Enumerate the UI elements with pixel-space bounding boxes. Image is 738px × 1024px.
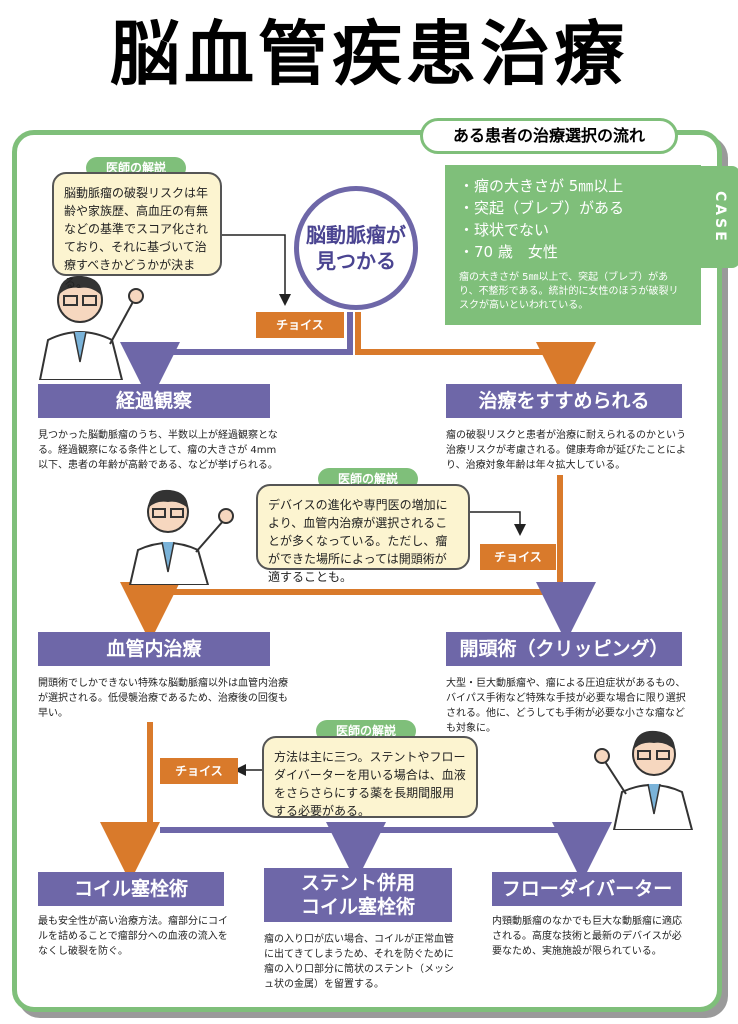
condition-item: ・瘤の大きさが 5㎜以上 (459, 177, 624, 195)
node-diverter-title: フローダイバーター (492, 872, 682, 906)
pointer-line-1 (220, 234, 291, 306)
choice-badge-1: チョイス (256, 312, 344, 338)
explanation-bubble-3: 方法は主に三つ。ステントやフローダイバーターを用いる場合は、血液をさらさらにする… (262, 736, 478, 818)
node-craniotomy-desc: 大型・巨大動脈瘤や、瘤による圧迫症状があるもの、バイパス手術など特殊な手技が必要… (446, 678, 686, 734)
node-coil-desc: 最も安全性が高い治療方法。瘤部分にコイルを詰めることで瘤部分への血液の流入をなく… (38, 916, 228, 957)
doctor-illustration-1 (38, 275, 144, 380)
node-coil-title: コイル塞栓術 (38, 872, 224, 906)
start-line-2: 見つかる (316, 249, 396, 273)
doctor-illustration-2 (128, 489, 234, 585)
node-endovascular-desc: 開頭術でしかできない特殊な脳動脈瘤以外は血管内治療が選択される。低侵襲治療である… (38, 678, 288, 719)
connector-to-endovascular (120, 475, 563, 642)
start-node: 脳動脈瘤が見つかる (294, 186, 418, 310)
node-craniotomy-title: 開頭術（クリッピング） (446, 632, 682, 666)
page-title: 脳血管疾患治療 (110, 13, 628, 95)
node-stent-title: ステント併用 コイル塞栓術 (264, 868, 452, 922)
node-stent-desc: 瘤の入り口が広い場合、コイルが正常血管に出てきてしまうため、それを防ぐために瘤の… (264, 934, 454, 990)
explanation-bubble-1: 脳動脈瘤の破裂リスクは年齢や家族歴、高血圧の有無などの基準でスコア化されており、… (52, 172, 222, 290)
node-stent-title-line2: コイル塞栓術 (300, 896, 415, 918)
node-recommended-title: 治療をすすめられる (446, 384, 682, 418)
choice-badge-3: チョイス (160, 758, 238, 784)
node-stent-title-line1: ステント併用 (300, 872, 415, 894)
condition-item: ・球状でない (459, 221, 550, 239)
case-tab: CASE (700, 166, 738, 268)
patient-conditions: ・瘤の大きさが 5㎜以上 ・突起（ブレブ）がある ・球状でない ・70 歳 女性… (445, 165, 701, 325)
node-diverter-desc: 内頸動脈瘤のなかでも巨大な動脈瘤に適応される。高度な技術と最新のデバイスが必要な… (492, 916, 682, 957)
connector-to-observation (120, 312, 353, 402)
node-observation-title: 経過観察 (38, 384, 270, 418)
node-observation-desc: 見つかった脳動脈瘤のうち、半数以上が経過観察となる。経過観察になる条件として、瘤… (38, 430, 278, 471)
condition-note: 瘤の大きさが 5㎜以上で、突起（ブレブ）があり、不整形である。統計的に女性のほう… (459, 272, 679, 311)
choice-badge-2: チョイス (480, 544, 556, 570)
start-line-1: 脳動脈瘤が (306, 223, 406, 247)
flow-label: ある患者の治療選択の流れ (420, 118, 678, 154)
connector-to-recommended (355, 312, 596, 402)
pointer-line-2 (470, 511, 526, 536)
connector-to-stent-diverter (160, 822, 612, 882)
doctor-illustration-3 (594, 730, 694, 830)
node-endovascular-title: 血管内治療 (38, 632, 270, 666)
explanation-bubble-2: デバイスの進化や専門医の増加により、血管内治療が選択されることが多くなっている。… (256, 484, 470, 584)
condition-item: ・突起（ブレブ）がある (459, 199, 625, 217)
condition-item: ・70 歳 女性 (459, 243, 558, 261)
connector-to-coil (100, 722, 160, 882)
node-recommended-desc: 瘤の破裂リスクと患者が治療に耐えられるのかという治療リスクが考慮される。健康寿命… (446, 430, 686, 471)
